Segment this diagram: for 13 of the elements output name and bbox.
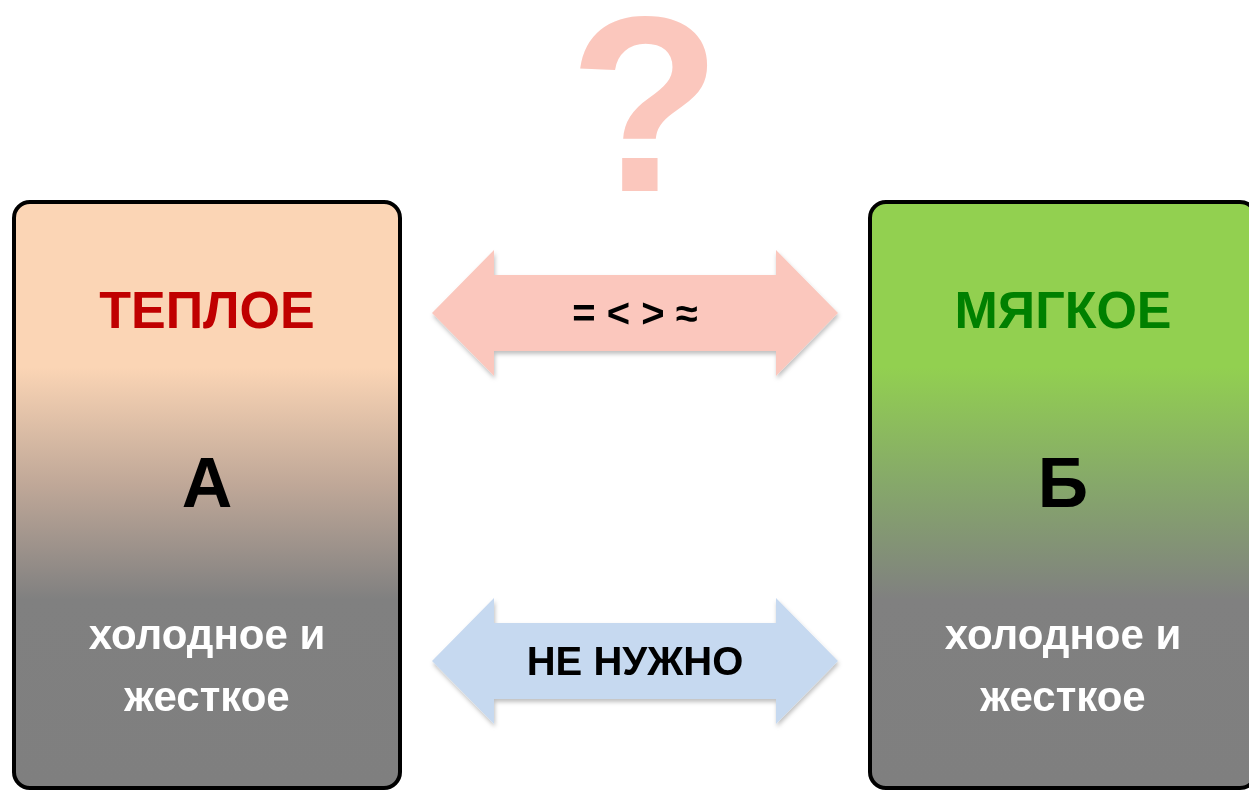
question-mark: ? [567,0,723,230]
card-letter: А [180,448,234,518]
card-letter: Б [1036,448,1090,518]
card [868,200,1249,790]
card-description: холодное и жесткое [943,610,1183,722]
card [12,200,402,790]
card-heading: ТЕПЛОЕ [98,284,316,336]
card-heading: МЯГКОЕ [953,284,1173,336]
card-description: холодное и жесткое [87,610,327,722]
double-arrow [432,598,838,724]
edge-label: = < > ≈ [572,293,698,333]
double-arrow [432,250,838,376]
edge-label: НЕ НУЖНО [526,641,744,681]
